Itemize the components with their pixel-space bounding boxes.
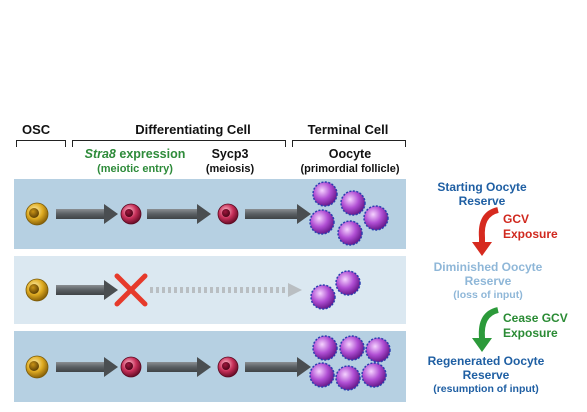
curved-down-arrow-icon xyxy=(472,307,499,352)
osc-cell-row1 xyxy=(25,202,49,226)
diminished-line2: Reserve xyxy=(464,274,512,288)
regenerated-oocyte-reserve: Regenerated Oocyte Reserve (resumption o… xyxy=(410,354,562,396)
diff-cell-row3-a xyxy=(120,356,142,378)
cease-gcv-exposure: Cease GCV Exposure xyxy=(503,311,568,341)
label-stra8-expression: Stra8 expression xyxy=(76,147,194,161)
gcv-line2: Exposure xyxy=(503,227,558,241)
arrow-row1-b xyxy=(147,204,211,224)
label-meiosis: (meiosis) xyxy=(205,163,255,175)
bracket-differentiating xyxy=(72,140,286,147)
label-osc: OSC xyxy=(22,122,51,137)
stra8-gene-name: Stra8 xyxy=(84,147,116,161)
arrow-row3-c xyxy=(245,357,311,377)
label-primordial-follicle: (primordial follicle) xyxy=(300,163,400,175)
diminished-note: (loss of input) xyxy=(453,289,523,301)
regenerated-line2: Reserve xyxy=(462,368,510,382)
oocyte-cluster-row2 xyxy=(310,270,361,310)
arrow-row1-c xyxy=(245,204,311,224)
arrow-row2-a xyxy=(56,280,118,300)
oocyte-cluster-row1 xyxy=(309,181,389,246)
starting-line2: Reserve xyxy=(458,194,506,208)
label-sycp3: Sycp3 xyxy=(211,147,249,161)
regenerated-line1: Regenerated Oocyte xyxy=(427,354,545,368)
oocyte-cluster-row3 xyxy=(309,335,391,391)
gcv-line1: GCV xyxy=(503,212,530,226)
faded-dotted-arrow-row2 xyxy=(150,283,302,297)
arrow-row3-b xyxy=(147,357,211,377)
starting-line1: Starting Oocyte xyxy=(437,180,527,194)
diff-cell-row1-a xyxy=(120,203,142,225)
label-differentiating-cell: Differentiating Cell xyxy=(135,122,251,137)
cease-line2: Exposure xyxy=(503,326,558,340)
arrow-row3-a xyxy=(56,357,118,377)
bracket-terminal xyxy=(292,140,406,147)
diff-cell-row1-b xyxy=(217,203,239,225)
bracket-osc xyxy=(16,140,66,147)
label-meiotic-entry: (meiotic entry) xyxy=(97,163,173,175)
osc-cell-row2 xyxy=(25,278,49,302)
gcv-exposure: GCV Exposure xyxy=(503,212,558,242)
label-terminal-cell: Terminal Cell xyxy=(307,122,389,137)
arrow-row1-a xyxy=(56,204,118,224)
cease-line1: Cease GCV xyxy=(503,311,568,325)
stra8-expression-word: expression xyxy=(115,147,186,161)
label-oocyte: Oocyte xyxy=(328,147,372,161)
diminished-line1: Diminished Oocyte xyxy=(433,260,543,274)
red-x-icon xyxy=(114,273,148,307)
diff-cell-row3-b xyxy=(217,356,239,378)
diminished-oocyte-reserve: Diminished Oocyte Reserve (loss of input… xyxy=(414,260,562,302)
starting-oocyte-reserve: Starting Oocyte Reserve xyxy=(412,180,552,208)
osc-cell-row3 xyxy=(25,355,49,379)
regenerated-note: (resumption of input) xyxy=(433,383,539,395)
curved-down-arrow-icon xyxy=(472,207,499,256)
